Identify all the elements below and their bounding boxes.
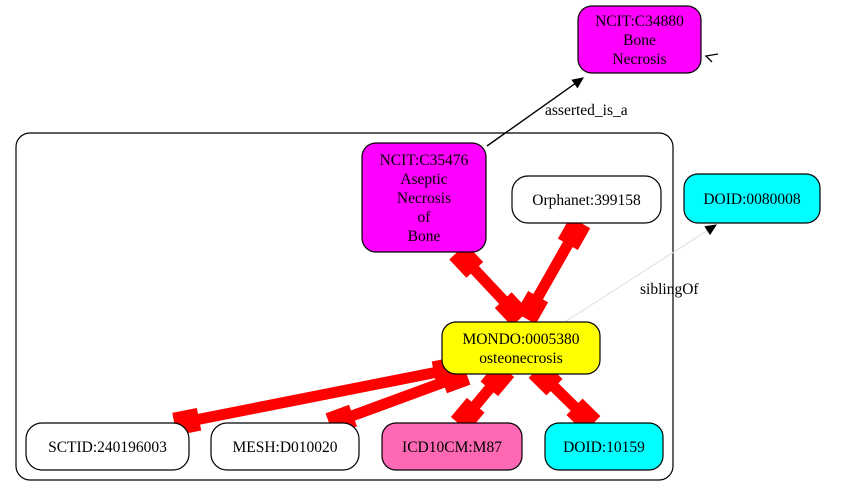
node-ncit-c35476-line-1: NCIT:C35476 bbox=[380, 152, 469, 169]
equivalence-cluster bbox=[15, 132, 674, 481]
node-ncit-c35476[interactable]: NCIT:C35476 Aseptic Necrosis of Bone bbox=[361, 142, 487, 253]
node-icd10cm-m87[interactable]: ICD10CM:M87 bbox=[381, 422, 523, 471]
node-mondo-0005380-box bbox=[441, 321, 601, 375]
node-mondo-0005380-line-2: osteonecrosis bbox=[479, 350, 563, 367]
edge-mondo-ncit35476-end-box bbox=[449, 243, 484, 278]
node-icd10cm-m87-box bbox=[381, 422, 523, 471]
node-sctid-240196003-line-1: SCTID:240196003 bbox=[48, 439, 167, 456]
node-mondo-0005380-line-1: MONDO:0005380 bbox=[462, 331, 579, 348]
edge-label-asserted-is-a: asserted_is_a bbox=[545, 102, 628, 119]
edge-mondo-ncit35476 bbox=[449, 243, 529, 327]
node-doid-10159-box bbox=[544, 422, 664, 471]
edge-mondo-to-doid0080008-line bbox=[559, 229, 709, 326]
node-doid-0080008[interactable]: DOID:0080008 bbox=[683, 173, 821, 224]
node-mondo-0005380[interactable]: MONDO:0005380 osteonecrosis bbox=[441, 321, 601, 375]
node-doid-10159[interactable]: DOID:10159 bbox=[544, 422, 664, 471]
node-ncit-c34880-tail-mark bbox=[704, 53, 719, 63]
node-ncit-c35476-line-3: Necrosis bbox=[397, 190, 451, 207]
node-ncit-c35476-line-2: Aseptic bbox=[400, 171, 447, 188]
edge-ncit35476-to-ncit34880-line bbox=[486, 82, 577, 147]
node-orphanet-399158-box bbox=[511, 175, 662, 224]
node-orphanet-399158[interactable]: Orphanet:399158 bbox=[511, 175, 662, 224]
node-ncit-c34880-line-3: Necrosis bbox=[612, 51, 666, 68]
node-mesh-d010020-line-1: MESH:D010020 bbox=[232, 439, 337, 456]
node-sctid-240196003[interactable]: SCTID:240196003 bbox=[25, 422, 190, 471]
edge-mondo-orphanet bbox=[515, 216, 591, 325]
node-sctid-240196003-box bbox=[25, 422, 190, 471]
edge-label-sibling-of: siblingOf bbox=[640, 281, 699, 298]
node-doid-0080008-box bbox=[683, 173, 821, 224]
edge-mondo-orphanet-start-box bbox=[515, 291, 549, 325]
node-mesh-d010020-box bbox=[210, 422, 360, 471]
edge-ncit35476-to-ncit34880 bbox=[486, 77, 584, 147]
node-ncit-c35476-line-4: of bbox=[418, 209, 432, 226]
node-ncit-c34880-line-2: Bone bbox=[623, 32, 656, 49]
edge-mondo-sctid-line bbox=[173, 362, 460, 430]
node-ncit-c35476-line-5: Bone bbox=[408, 228, 441, 245]
node-ncit-c35476-box bbox=[361, 142, 487, 253]
edge-mondo-to-doid0080008-arrowhead bbox=[704, 224, 718, 236]
node-orphanet-399158-line-1: Orphanet:399158 bbox=[532, 192, 641, 209]
node-doid-10159-line-1: DOID:10159 bbox=[563, 439, 645, 456]
node-mesh-d010020[interactable]: MESH:D010020 bbox=[210, 422, 360, 471]
node-ncit-c34880-box bbox=[577, 5, 702, 74]
node-ncit-c34880-tail-mark-path bbox=[704, 53, 719, 63]
node-ncit-c34880[interactable]: NCIT:C34880 Bone Necrosis bbox=[577, 5, 702, 74]
node-ncit-c34880-line-1: NCIT:C34880 bbox=[595, 13, 684, 30]
edge-mondo-to-doid0080008 bbox=[559, 224, 718, 326]
edge-ncit35476-to-ncit34880-arrowhead bbox=[571, 77, 584, 89]
node-icd10cm-m87-line-1: ICD10CM:M87 bbox=[402, 439, 502, 456]
node-doid-0080008-line-1: DOID:0080008 bbox=[703, 191, 801, 208]
edge-mondo-ncit35476-start-box bbox=[494, 292, 529, 327]
